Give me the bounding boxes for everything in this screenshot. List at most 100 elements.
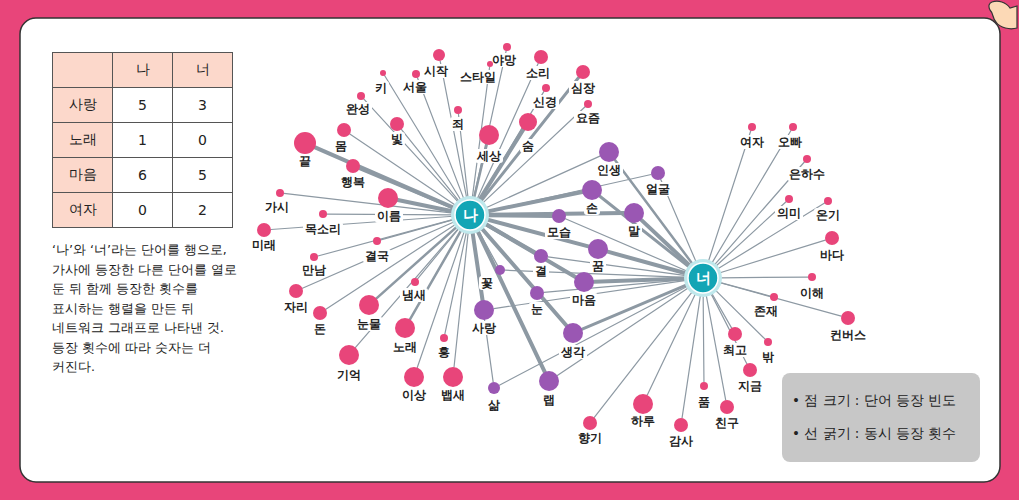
dot-fill xyxy=(825,231,839,245)
co-occurrence-line xyxy=(720,276,808,278)
co-occurrence-line xyxy=(326,224,456,309)
dot-circle xyxy=(412,70,420,78)
table-cell: 5 xyxy=(113,88,173,123)
dot-circle xyxy=(576,65,590,79)
word-dot: 눈물 xyxy=(359,295,379,315)
word-dot: 결국 xyxy=(373,237,381,245)
dot-fill xyxy=(624,203,644,223)
word-dot: 향기 xyxy=(583,416,597,430)
caption-text: ‘나’와 ‘너’라는 단어를 행으로, 가사에 등장한 다른 단어를 열로 둔 … xyxy=(52,240,244,377)
panel xyxy=(20,18,1000,482)
dot-circle xyxy=(433,49,445,61)
dot-circle xyxy=(808,273,816,281)
co-occurrence-line xyxy=(472,232,493,382)
dot-fill xyxy=(443,367,463,387)
dot-fill xyxy=(720,400,734,414)
word-dot: 만남 xyxy=(310,253,318,261)
word-label: 꿈 xyxy=(590,259,606,273)
dot-circle xyxy=(373,237,381,245)
dot-fill xyxy=(588,239,608,259)
dot-circle xyxy=(395,318,415,338)
dot-fill xyxy=(346,159,360,173)
hub-node: 너 xyxy=(686,261,720,295)
dot-circle xyxy=(404,367,424,387)
word-label: 삶 xyxy=(486,398,502,412)
dot-fill xyxy=(584,100,592,108)
word-label: 빛 xyxy=(389,132,405,146)
word-label: 모습 xyxy=(545,225,573,239)
dot-fill xyxy=(582,180,602,200)
dot-fill xyxy=(378,188,398,208)
dot-fill xyxy=(789,123,797,131)
word-label: 이상 xyxy=(400,388,428,402)
word-dot: 바다 xyxy=(825,231,839,245)
dot-circle xyxy=(583,416,597,430)
dot-fill xyxy=(487,61,493,67)
word-dot: 시작 xyxy=(433,49,445,61)
dot-fill xyxy=(599,142,619,162)
dot-fill xyxy=(770,293,778,301)
word-label: 밖 xyxy=(760,350,776,364)
word-dot: 세상 xyxy=(479,125,499,145)
word-dot: 사랑 xyxy=(474,300,494,320)
dot-circle xyxy=(825,231,839,245)
co-occurrence-line xyxy=(557,287,689,375)
table-cell: 노래 xyxy=(53,123,113,158)
dot-circle xyxy=(651,166,665,180)
dot-circle xyxy=(276,189,284,197)
word-label: 죄 xyxy=(450,117,466,131)
dot-fill xyxy=(563,323,583,343)
dot-circle xyxy=(534,249,548,263)
co-occurrence-line xyxy=(647,293,695,395)
table-cell: 2 xyxy=(173,193,233,228)
dot-circle xyxy=(542,84,550,92)
dot-circle xyxy=(346,159,360,173)
word-label: 만남 xyxy=(300,263,328,277)
word-dot: 노래 xyxy=(395,318,415,338)
co-occurrence-line xyxy=(364,99,459,203)
hub-node: 나 xyxy=(453,198,487,232)
dot-fill xyxy=(539,371,559,391)
word-dot: 가시 xyxy=(276,189,284,197)
word-label: 목소리 xyxy=(303,222,343,236)
dot-fill xyxy=(337,123,351,137)
word-dot: 꿈 xyxy=(588,239,608,259)
table-cell: 1 xyxy=(113,123,173,158)
word-label: 눈 xyxy=(529,302,545,316)
dot-fill xyxy=(633,394,653,414)
dot-fill xyxy=(479,125,499,145)
word-dot: 꽃 xyxy=(495,265,505,275)
dot-circle xyxy=(488,382,500,394)
table-cell: 사랑 xyxy=(53,88,113,123)
word-dot: 이름 xyxy=(378,188,398,208)
dot-fill xyxy=(552,209,566,223)
dot-fill xyxy=(488,382,500,394)
dot-fill xyxy=(390,117,404,131)
dot-fill xyxy=(276,189,284,197)
dot-fill xyxy=(412,70,420,78)
word-dot: 요즘 xyxy=(584,100,592,108)
word-label: 최고 xyxy=(721,343,749,357)
dot-circle xyxy=(599,142,619,162)
table-cell: 0 xyxy=(113,193,173,228)
word-dot: 행복 xyxy=(346,159,360,173)
word-dot: 삶 xyxy=(488,382,500,394)
word-dot: 지금 xyxy=(743,363,757,377)
word-label: 손 xyxy=(584,201,600,215)
co-occurrence-line xyxy=(410,230,462,320)
table-cell: 너 xyxy=(173,53,233,88)
word-label: 여자 xyxy=(738,135,766,149)
co-occurrence-line xyxy=(615,160,693,264)
word-label: 친구 xyxy=(713,416,741,430)
word-label: 은하수 xyxy=(787,167,827,181)
dot-circle xyxy=(789,123,797,131)
dot-fill xyxy=(583,416,597,430)
dot-circle xyxy=(503,43,511,51)
dot-fill xyxy=(651,166,665,180)
dot-circle xyxy=(443,367,463,387)
word-label: 요즘 xyxy=(574,111,602,125)
word-label: 지금 xyxy=(736,379,764,393)
dot-circle xyxy=(563,323,583,343)
word-dot: 이해 xyxy=(808,273,816,281)
word-label: 이름 xyxy=(375,209,403,223)
